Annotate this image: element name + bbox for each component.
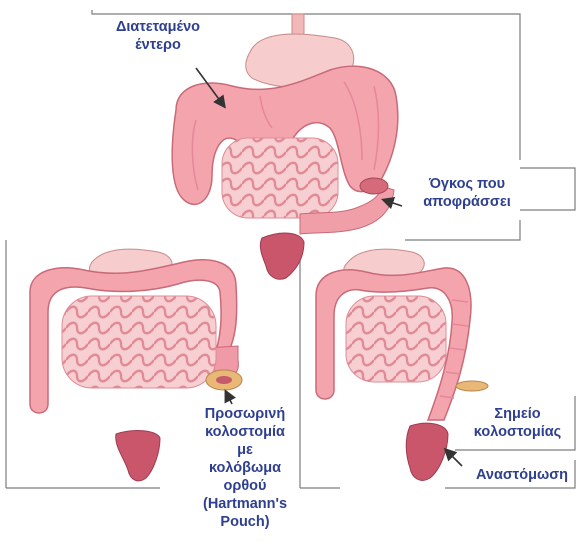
- label-line: Προσωρινή: [175, 405, 315, 423]
- rectal-stump: [116, 431, 160, 481]
- small-bowel: [62, 296, 216, 388]
- label-obstructing-tumor: Όγκος που αποφράσσει: [402, 175, 532, 211]
- label-line: Αναστόμωση: [462, 466, 582, 484]
- label-anastomosis: Αναστόμωση: [462, 466, 582, 484]
- label-temporary-colostomy: Προσωρινή κολοστομία με κολόβωμα ορθού (…: [175, 405, 315, 531]
- label-line: Σημείο: [455, 405, 580, 423]
- label-line: Pouch): [175, 513, 315, 531]
- arrow-icon: [226, 392, 232, 404]
- panel-anastomosis: [316, 249, 488, 480]
- label-line: Όγκος που: [402, 175, 532, 193]
- rectum-anastomosed: [406, 423, 448, 480]
- label-line: κολόβωμα: [175, 459, 315, 477]
- label-line: με: [175, 441, 315, 459]
- label-colostomy-site: Σημείο κολοστομίας: [455, 405, 580, 441]
- rectum: [260, 233, 304, 279]
- arrow-icon: [446, 450, 462, 466]
- label-line: κολοστομία: [175, 423, 315, 441]
- closed-stoma-site: [456, 381, 488, 391]
- label-line: ορθού: [175, 477, 315, 495]
- label-line: αποφράσσει: [402, 193, 532, 211]
- label-line: έντερο: [78, 36, 238, 54]
- label-dilated-bowel: Διατεταμένο έντερο: [78, 18, 238, 54]
- small-bowel: [346, 296, 446, 382]
- tumor: [360, 178, 388, 194]
- label-line: (Hartmann's: [175, 495, 315, 513]
- label-line: κολοστομίας: [455, 423, 580, 441]
- label-line: Διατεταμένο: [78, 18, 238, 36]
- small-bowel: [222, 138, 338, 218]
